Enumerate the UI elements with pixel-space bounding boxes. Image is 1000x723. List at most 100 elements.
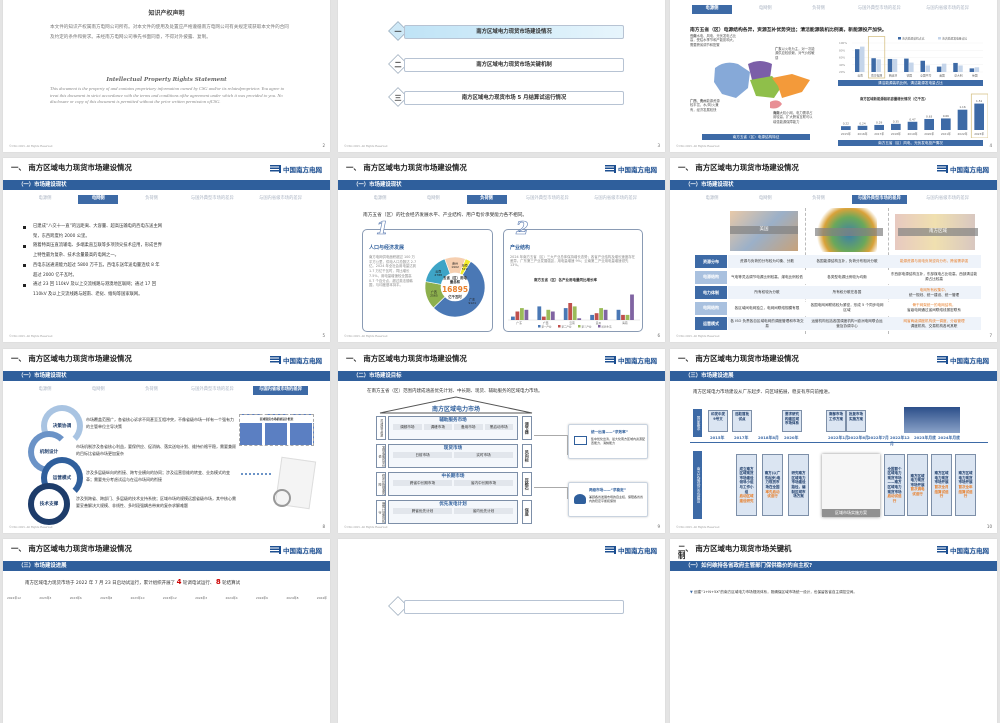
bar [621,314,625,320]
tab-3[interactable]: 负荷侧 [812,6,825,11]
cell-text: 省级电网通过省间联络线紧密联系 [907,308,961,312]
logo-text-en: CHINA SOUTHERN POWER GRID [963,173,989,174]
bar [550,311,555,320]
milestone-box: 研究南方区域电力市场建设路径，编制区域市场方案 [788,454,809,516]
tab-3[interactable]: 负荷侧 [466,195,507,204]
tab-1[interactable]: 电源侧 [692,5,732,14]
benefit-title: 两级市场——“求稳定” [589,488,627,492]
tab-5[interactable]: 与国内省级市场的差异 [259,196,302,201]
bar [953,62,958,72]
legend-swatch [578,325,581,328]
logo-text-en: CHINA SOUTHERN POWER GRID [631,554,657,555]
layer-purpose: 保障计划刚性执行 [376,500,386,524]
milestone-text: 南方(以广东起步)电力现货市场在全国 [764,471,781,489]
tab-5[interactable]: 与国内省级市场的差异 [594,196,637,201]
tab-4[interactable]: 与国外典型市场的差异 [525,196,569,201]
section-subtitle: （二）市场建设目标 [353,373,402,379]
bar [974,103,984,130]
slide-thumbnail-4[interactable]: 电源侧电网侧负荷侧与国外典型市场的差异与国内省级市场的差异 南方五省（区）电源结… [670,0,997,152]
slide-thumbnail-3[interactable]: 南方区域电力现货市场建设情况一 南方区域电力现货市场关键机制二 南方区域电力现货… [338,0,665,152]
org-chart-icon [241,457,271,475]
section-bar: （一）市场建设现状 [338,180,665,190]
tab-2[interactable]: 电网侧 [78,195,119,204]
timeline-date: 2023年10 [130,596,145,600]
bullet-item: 西电东送通道能力超过 5800 万千瓦，西电东送年送电量连续 8 年超过 200… [23,261,163,280]
row-label: 资源分布 [695,255,727,268]
agenda-item-1[interactable]: 南方区域电力现货市场建设情况一 [388,21,624,41]
milestone-box: 南方区域电力现货市场开展首次全年结算试运行 [955,454,976,516]
document-caption: 区域市场实施方案 [822,509,880,517]
tab-4[interactable]: 与国外典型市场的差异 [190,387,234,392]
csg-logo-icon [937,546,948,554]
timeline-axis [690,442,988,443]
tab-3[interactable]: 负荷侧 [145,387,158,392]
tab-1[interactable]: 电源侧 [705,196,719,201]
tab-1[interactable]: 电源侧 [373,196,387,201]
agenda-item[interactable] [388,596,624,616]
tab-1[interactable]: 电源侧 [38,387,52,392]
new-energy-chart: 0.222015年0.242016年0.292017年0.352018年0.47… [841,93,988,138]
tab-2[interactable]: 电网侧 [758,196,772,201]
bar [907,121,918,130]
bar [958,65,963,72]
tab-3[interactable]: 负荷侧 [145,196,158,201]
tab-4[interactable]: 与国外典型市场的差异 [851,195,907,204]
page-number: 9 [657,524,660,529]
tab-2[interactable]: 电网侧 [426,196,440,201]
tab-4[interactable]: 与国外典型市场的差异 [857,6,901,11]
ip-body-cn: 本文件的知识产权属南方电网公司所有。对本文件的使用及处置应严格遵循南方电网公司有… [50,25,289,40]
slice-value: 2788 [434,273,442,277]
intro-text: 南方区域电力市场建设从广东起步、向区域拓展，稳妥有序向前推进。 [693,390,833,395]
logo-text-en: CHINA SOUTHERN POWER GRID [296,364,322,365]
data-label: 0.47 [909,117,915,121]
milestone-highlight: 启动试运行 [887,494,902,503]
tab-5[interactable]: 与国内省级市场的差异 [253,386,308,395]
layer-role: 压舱石 [522,472,532,496]
csg-logo-icon [605,356,616,364]
row-label: 电源结构 [695,270,727,284]
tab-2[interactable]: 电网侧 [758,6,772,11]
layer-title: 中长期市场 [441,474,465,479]
benefit-box-1: 统一出清——“求效率” 集中优化出清，最大化南方区域内资源配置能力、消纳能力 [568,424,648,459]
bullet-text: 创建“1+N+5X”的南方区域电力市场规则体系，既确保区域市场统一设计，也保留各… [693,590,857,594]
section-subtitle: （三）市场建设进展 [685,373,734,379]
agenda-item-3[interactable]: 南方区域电力现货市场 5 月结算试运行情况三 [388,87,624,107]
slice-label: 贵州 [452,261,458,266]
tab-3[interactable]: 负荷侧 [812,196,825,201]
logo-text-en: CHINA SOUTHERN POWER GRID [296,554,322,555]
sub-market: 黑启动市场 [484,424,513,430]
row-band [728,270,981,284]
timeline-date: 2022年12月 [890,435,910,446]
row-label: 电网结构 [695,301,727,315]
tab-4[interactable]: 与国外典型市场的差异 [190,196,234,201]
tab-2[interactable]: 电网侧 [91,387,105,392]
bar [887,58,893,72]
item-text: 涉及多层级纵向的衔接、跨专业横向的协同；涉及运营思维的转变、业务模式的变革；需要… [86,470,230,482]
tab-1[interactable]: 电源侧 [38,196,52,201]
roof-title: 南方区域电力市场 [431,406,480,413]
agenda-item-2[interactable]: 南方区域电力现货市场关键机制二 [388,54,624,74]
legend-label: 第二产业 [562,324,573,328]
tab-5[interactable]: 与国内省级市场的差异 [926,196,969,201]
bar [515,311,520,320]
slide-thumbnail-2[interactable]: 知识产权声明 本文件的知识产权属南方电网公司所有。对本文件的使用及处置应严格遵循… [3,0,330,152]
cell-text: 统一规划、统一建设、统一管理 [908,292,960,297]
layer-title: 优先发电计划 [439,502,467,507]
bar [563,308,568,320]
benefit-text: 兼顾各省发展市场的自主权，保障各省省内的稳定平衡和保供 [589,495,644,503]
slide-footer: ©CSG 2025. All Rights Reserved [676,145,720,148]
timeline-date: 2017年 [734,435,749,440]
logo-text: 中国南方电网 [283,166,322,174]
highlight-text: 网省两级调度机构统一调度、分级管理 [903,318,965,323]
tab-5[interactable]: 与国内省级市场的差异 [926,6,969,11]
